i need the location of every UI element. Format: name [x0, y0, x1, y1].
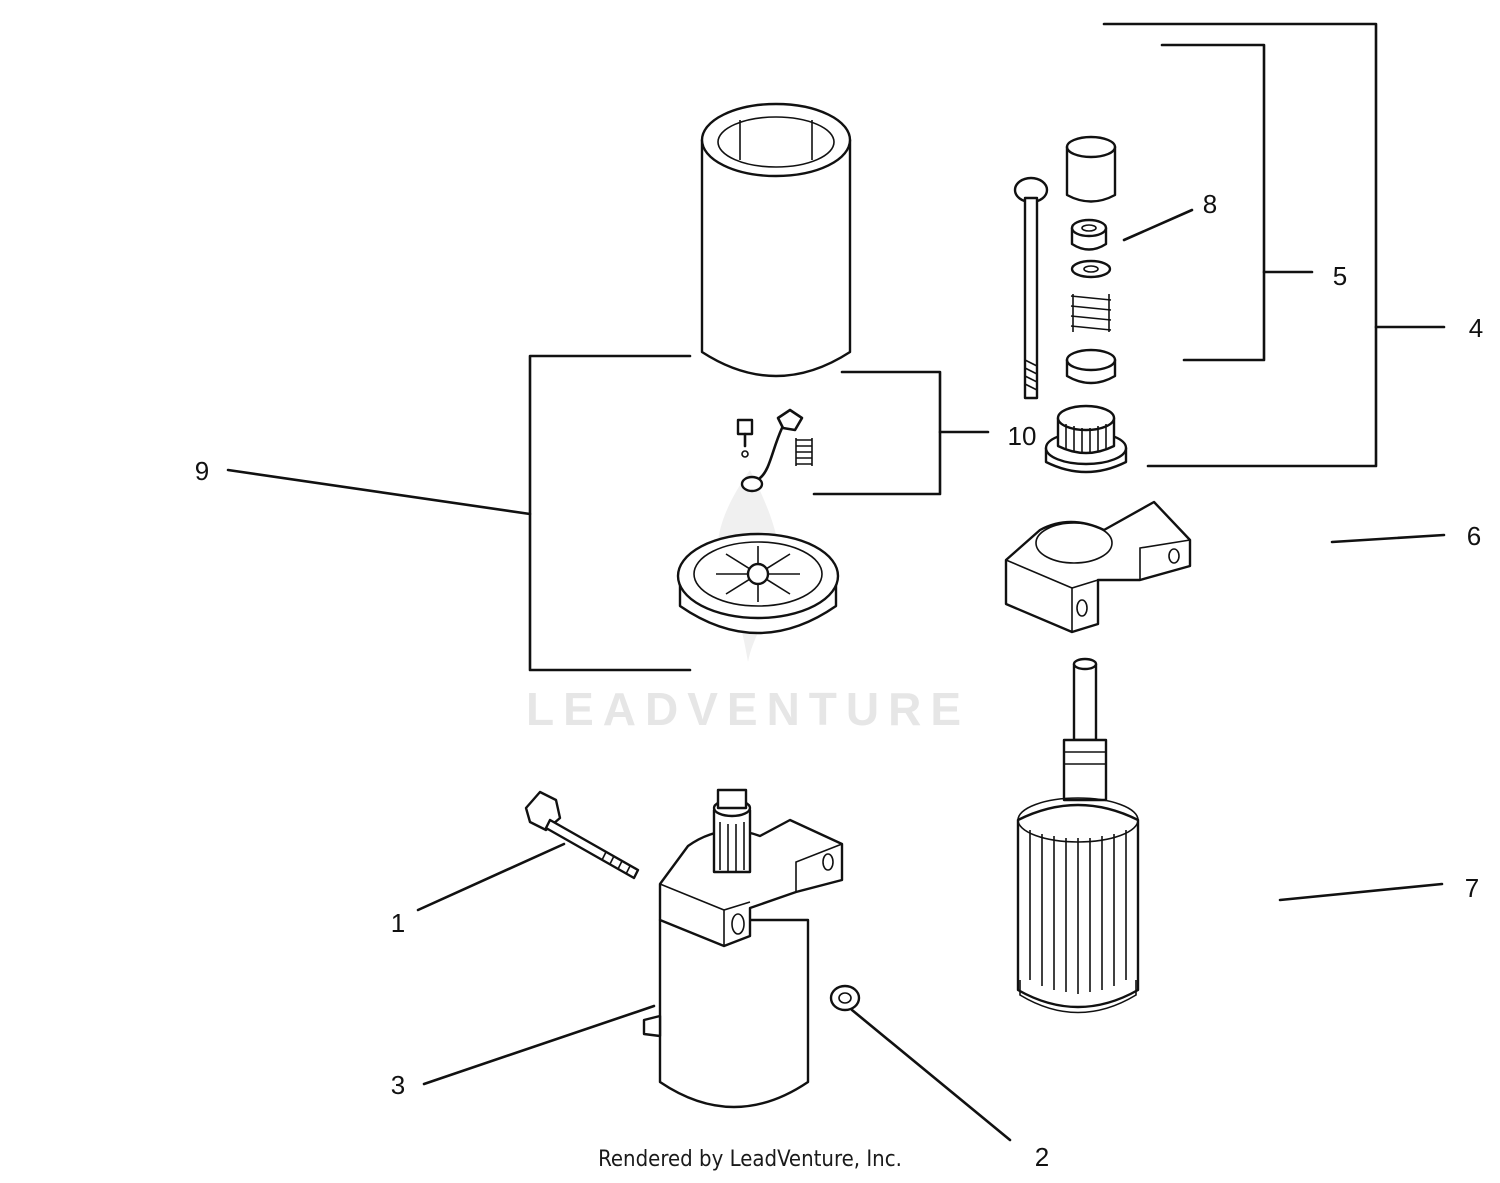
armature: [1016, 657, 1140, 1014]
end-cap-brush-plate: [676, 532, 840, 635]
drive-kit-stack: [1065, 135, 1117, 385]
callout-2: 2: [1035, 1142, 1049, 1172]
field-frame-housing: [700, 102, 852, 378]
mounting-bolt: [524, 790, 640, 880]
callout-1: 1: [391, 908, 405, 938]
callout-3: 3: [391, 1070, 405, 1100]
through-bolt-long: [1013, 176, 1049, 400]
drive-end-housing: [1004, 500, 1192, 634]
callout-8: 8: [1203, 189, 1217, 219]
brush-lead-assembly: [736, 408, 813, 493]
callout-9: 9: [195, 456, 209, 486]
callout-7: 7: [1465, 873, 1479, 903]
watermark-text: LEADVENTURE: [526, 683, 970, 735]
drive-pinion-gear: [1044, 404, 1128, 474]
starter-motor-assembly: [642, 788, 844, 1109]
callout-5: 5: [1333, 261, 1347, 291]
leader-lines: [226, 22, 1446, 1142]
callout-4: 4: [1469, 313, 1483, 343]
callout-10: 10: [1008, 421, 1037, 451]
callout-6: 6: [1467, 521, 1481, 551]
footer-credit: Rendered by LeadVenture, Inc.: [598, 1147, 902, 1172]
washer: [829, 984, 861, 1012]
